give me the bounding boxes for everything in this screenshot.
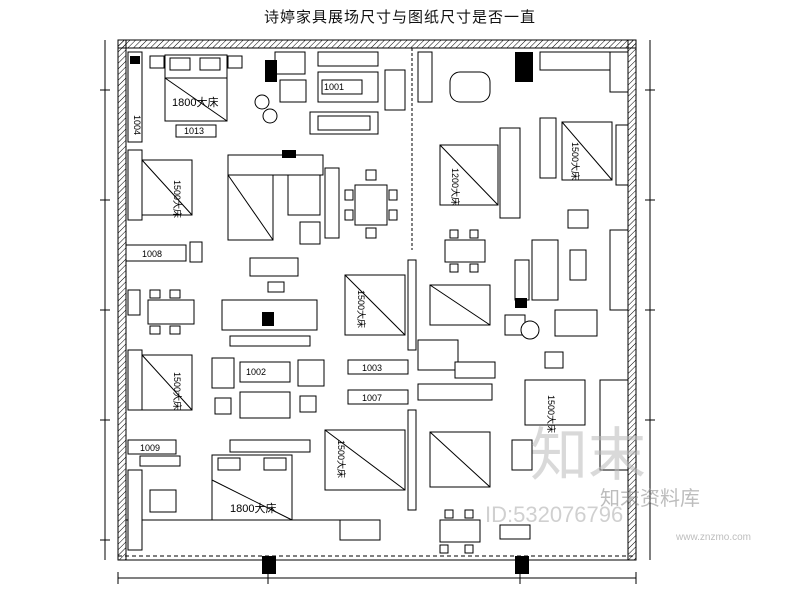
watermark-url: www.znzmo.com — [675, 532, 751, 543]
item-code: 1007 — [362, 393, 382, 403]
bed-label: 1800大床 — [230, 501, 276, 515]
watermark-id: ID:532076796 — [485, 502, 623, 527]
bedroom-left-2: 1500大床 1009 — [127, 349, 193, 551]
dining-center — [344, 169, 398, 239]
watermark-brand: 知末 — [530, 423, 646, 488]
bed-label: 1500大床 — [336, 440, 347, 478]
bed-label: 1500大床 — [172, 372, 183, 410]
watermark-brand-sub: 知末资料库 — [600, 487, 700, 510]
bedroom-left-1: 1500大床 1008 — [125, 149, 203, 263]
living-center-top: 1001 — [254, 51, 406, 135]
bed-label: 1500大床 — [546, 395, 557, 433]
bedroom-right-2: 1500大床 — [429, 379, 629, 488]
item-code: 1004 — [132, 115, 142, 135]
dimension-lines — [100, 40, 655, 584]
bedroom-mid-1: 1500大床 1003 1007 — [344, 274, 409, 405]
item-code: 1002 — [246, 367, 266, 377]
dining-bottom — [439, 509, 531, 554]
partitions — [126, 48, 417, 521]
bedroom-bottom-center: 1800大床 — [211, 439, 311, 521]
bedroom-right-1: 1200大床 1500大床 — [439, 117, 629, 219]
bed-label: 1200大床 — [450, 168, 461, 206]
item-code: 1001 — [324, 82, 344, 92]
bed-label: 1500大床 — [172, 180, 183, 218]
bed-label: 1500大床 — [570, 142, 581, 180]
office-area — [227, 150, 340, 245]
right-top: 805 — [417, 51, 629, 103]
dining-right — [444, 209, 629, 311]
bed-label: 1800大床 — [172, 95, 218, 109]
item-code: 1013 — [184, 126, 204, 136]
item-code: 1003 — [362, 363, 382, 373]
item-code: 1008 — [142, 249, 162, 259]
sofa-center: 1002 — [211, 257, 325, 419]
dining-left — [127, 289, 195, 335]
item-code: 1009 — [140, 443, 160, 453]
bedroom-top-left: 1800大床 1013 1004 — [127, 51, 243, 143]
watermark: 知末 知末资料库 ID:532076796 www.znzmo.com — [485, 423, 751, 543]
bedroom-mid-2: 1500大床 — [324, 429, 406, 541]
bed-label: 1500大床 — [356, 290, 367, 328]
drawing-title: 诗婷家具展场尺寸与图纸尺寸是否一直 — [263, 10, 536, 26]
lounge-right — [417, 284, 598, 401]
